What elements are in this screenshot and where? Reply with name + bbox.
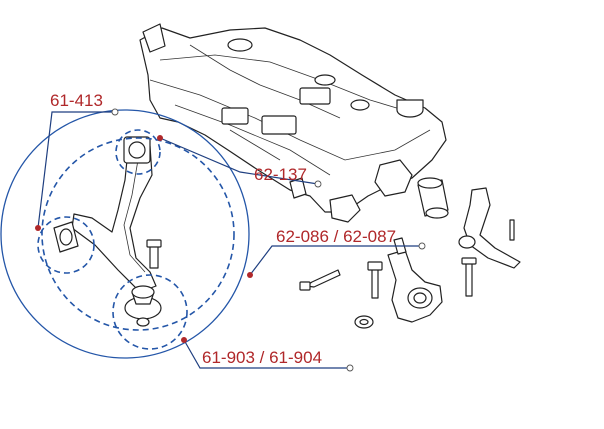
control-arm-drawing bbox=[53, 136, 162, 327]
rear-bushing-callout-line bbox=[249, 245, 422, 276]
front-bushing-part-number: 62-137 bbox=[254, 165, 307, 184]
front-bushing-label-anchor bbox=[314, 180, 322, 188]
front-bushing-marker bbox=[157, 135, 163, 141]
ball-joint-dashed-circle bbox=[112, 274, 188, 350]
control-arm-dashed-circle bbox=[41, 137, 235, 331]
control-arm-label-anchor bbox=[111, 108, 119, 116]
rear-bushing-part-number: 62-086 / 62-087 bbox=[276, 227, 396, 246]
rear-bushing-label-anchor bbox=[418, 242, 426, 250]
ball-joint-marker bbox=[181, 337, 187, 343]
knuckle-drawing bbox=[387, 237, 443, 323]
ball-joint-part-number: 61-903 / 61-904 bbox=[202, 348, 322, 367]
bushing-drawing bbox=[417, 177, 449, 219]
ball-joint-label-anchor bbox=[346, 364, 354, 372]
rear-bushing-dashed-circle bbox=[37, 216, 95, 274]
control-arm-part-number: 61-413 bbox=[50, 91, 103, 110]
subframe-drawing bbox=[139, 23, 447, 223]
control-arm-marker bbox=[35, 225, 41, 231]
control-arm-outline-circle bbox=[0, 109, 250, 359]
rear-bushing-marker bbox=[247, 272, 253, 278]
front-bushing-callout-line bbox=[159, 137, 319, 185]
strut-drawing bbox=[458, 187, 521, 269]
ball-joint-callout-line bbox=[183, 339, 350, 369]
front-bushing-dashed-circle bbox=[115, 129, 161, 175]
control-arm-callout-line bbox=[37, 111, 115, 229]
fasteners-drawing bbox=[146, 239, 477, 329]
